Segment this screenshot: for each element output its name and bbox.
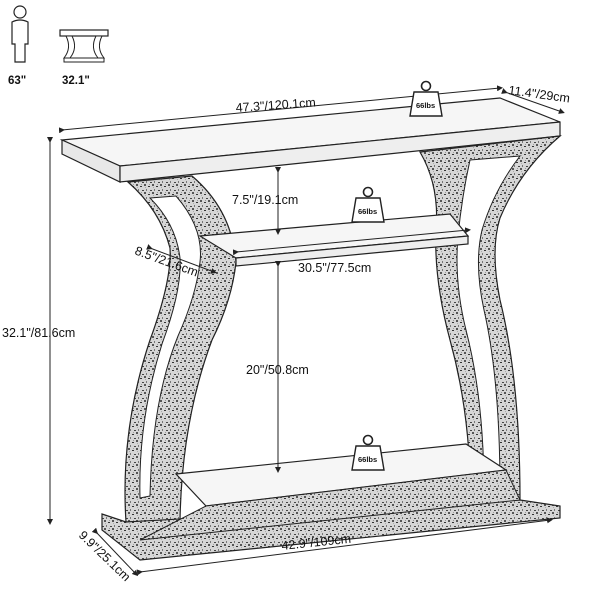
table-icon <box>59 29 109 63</box>
dimension-lines <box>47 85 565 577</box>
top-depth-label: 11.4"/29cm <box>508 83 571 105</box>
middle-gap-label: 20"/50.8cm <box>246 363 309 377</box>
shelf-width-label: 30.5"/77.5cm <box>298 261 371 275</box>
bottom-load-label: 66lbs <box>358 455 377 464</box>
upper-gap-label: 7.5"/19.1cm <box>232 193 298 207</box>
person-height-label: 63" <box>8 75 26 87</box>
person-icon <box>11 5 29 63</box>
top-load-label: 66lbs <box>416 101 435 110</box>
weight-icon: 66lbs <box>409 80 443 117</box>
weight-icon: 66lbs <box>351 434 385 471</box>
weight-icon: 66lbs <box>351 186 385 223</box>
middle-load-label: 66lbs <box>358 207 377 216</box>
middle-shelf <box>198 213 470 267</box>
total-height-label: 32.1"/81.6cm <box>2 326 75 340</box>
table-height-label: 32.1" <box>62 75 90 87</box>
top-width-label: 47.3"/120.1cm <box>235 95 316 115</box>
